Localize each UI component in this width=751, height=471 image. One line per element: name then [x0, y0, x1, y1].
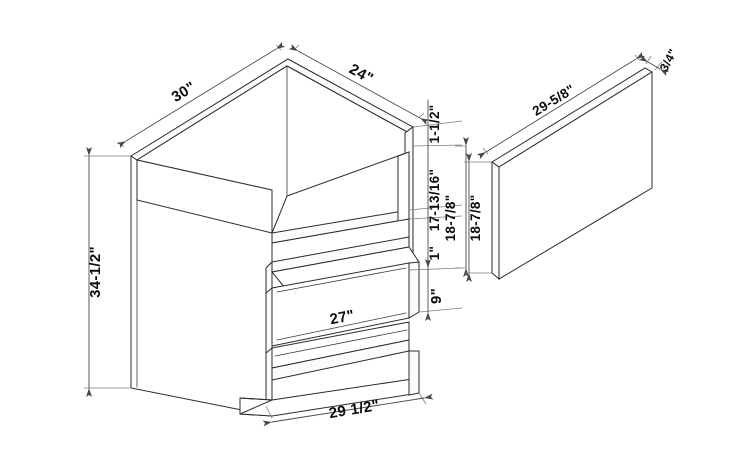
dimension-panel-height-ref-18-7-8: 18-7/8"	[443, 137, 469, 277]
dimension-opening-17-13-16: 17-13/16"	[427, 147, 442, 231]
dimension-right-stack-witnesses	[408, 120, 463, 313]
label-height-34-1-2: 34-1/2"	[87, 246, 104, 298]
label-shelf-1: 1"	[427, 246, 442, 261]
base-right-side	[408, 350, 420, 396]
label-opening-17-13-16: 17-13/16"	[427, 169, 442, 231]
shelf-rear-line	[286, 151, 410, 197]
panel-front-face	[498, 71, 653, 280]
panel-left-thickness-edge	[491, 161, 500, 281]
drawer-right-return	[408, 261, 420, 319]
label-depth-24: 24"	[346, 61, 376, 88]
label-rail-1-1-2: 1-1/2"	[427, 105, 442, 144]
dimension-rail-1-1-2: 1-1/2"	[427, 99, 442, 149]
drawer-left-return	[265, 286, 273, 355]
label-panel-height-18-7-8: 18-7/8"	[468, 195, 483, 242]
dimension-drawer-9: 9"	[425, 259, 445, 321]
dimension-height-34-1-2: 34-1/2"	[84, 147, 131, 397]
drawer-assembly	[265, 246, 420, 381]
dimension-drawer-front-27: 27"	[328, 307, 355, 328]
label-panel-thickness-3-4: 3/4"	[657, 46, 680, 73]
label-panel-height-ref-18-7-8: 18-7/8"	[443, 195, 458, 242]
dimension-panel-thickness-3-4: 3/4"	[638, 46, 680, 77]
drawer-front-bevel-bottom	[276, 312, 407, 341]
drawer-pull-line	[274, 329, 408, 357]
cabinet-interior-right-wall	[397, 151, 410, 224]
label-drawer-9: 9"	[428, 288, 445, 304]
label-drawer-front-27: 27"	[328, 307, 355, 328]
dimension-shelf-1: 1"	[427, 212, 442, 269]
finished-end-panel	[491, 67, 653, 281]
label-width-30: 30"	[169, 78, 199, 105]
drawer-front-bevel-top	[276, 267, 407, 293]
dimension-panel-height-18-7-8: 18-7/8"	[464, 153, 492, 282]
